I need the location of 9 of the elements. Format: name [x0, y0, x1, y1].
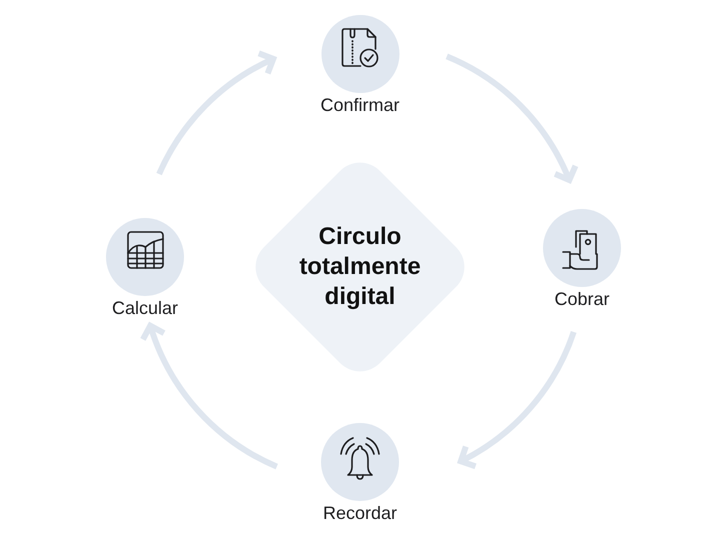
- curved-arrow: [140, 322, 278, 470]
- center-title: Circulo totalmente digital: [298, 222, 422, 312]
- step-label: Confirmar: [320, 94, 400, 117]
- step-label: Cobrar: [554, 288, 610, 311]
- step-label: Recordar: [322, 502, 398, 525]
- curved-arrow: [446, 54, 578, 184]
- curved-arrow: [458, 330, 576, 468]
- curved-arrow: [156, 51, 276, 176]
- step-label: Calcular: [112, 297, 178, 320]
